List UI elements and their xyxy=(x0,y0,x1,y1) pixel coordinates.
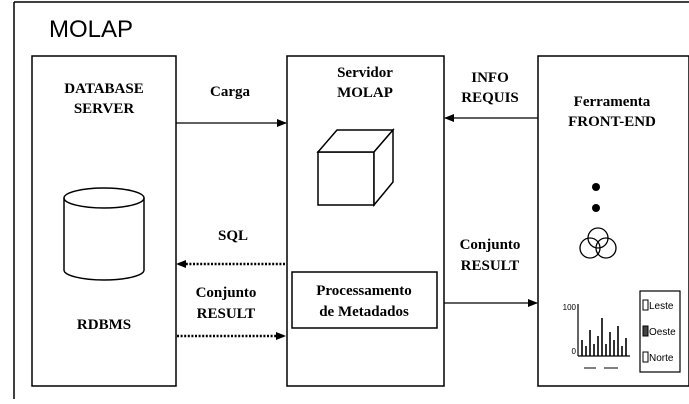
mini-chart-ytick-top: 100 xyxy=(563,303,577,312)
molap-server-label-line1: Servidor xyxy=(337,65,393,81)
legend-swatch-leste xyxy=(642,299,649,311)
database-server-label-line1: DATABASE xyxy=(64,81,143,97)
conjunto-result-left-line1: Conjunto xyxy=(196,285,257,301)
legend-label-oeste: Oeste xyxy=(649,327,676,338)
diagram-title: MOLAP xyxy=(49,16,133,43)
legend-swatch-oeste xyxy=(642,325,649,337)
venn-circles-icon xyxy=(579,227,617,259)
legend-swatch-norte xyxy=(642,351,649,363)
metadata-processing-line1: Processamento xyxy=(316,283,412,299)
dot-icon-1 xyxy=(592,183,600,191)
rdbms-label: RDBMS xyxy=(77,317,131,333)
conjunto-result-left-line2: RESULT xyxy=(197,306,256,322)
cube-icon xyxy=(316,127,395,208)
mini-chart-icon: 100 0 xyxy=(563,303,630,369)
carga-label: Carga xyxy=(210,84,250,100)
molap-server-box xyxy=(286,55,445,387)
sql-label: SQL xyxy=(218,228,248,244)
conjunto-result-right-line2: RESULT xyxy=(461,258,520,274)
metadata-processing-line2: de Metadados xyxy=(319,304,409,320)
mini-chart-legend: Leste Oeste Norte xyxy=(639,290,681,373)
info-requis-label-line2: REQUIS xyxy=(461,90,519,106)
legend-label-norte: Norte xyxy=(649,353,674,364)
front-end-label-line2: FRONT-END xyxy=(568,114,656,130)
database-server-label-line2: SERVER xyxy=(74,101,134,117)
molap-server-label-line2: MOLAP xyxy=(337,85,393,101)
info-requis-label-line1: INFO xyxy=(471,70,509,86)
database-cylinder-icon xyxy=(63,187,145,281)
metadata-processing-box xyxy=(291,271,438,329)
dot-icon-2 xyxy=(592,204,600,212)
conjunto-result-right-line1: Conjunto xyxy=(460,237,521,253)
front-end-label-line1: Ferramenta xyxy=(574,94,651,110)
legend-label-leste: Leste xyxy=(649,301,674,312)
mini-chart-ytick-bottom: 0 xyxy=(572,347,577,356)
